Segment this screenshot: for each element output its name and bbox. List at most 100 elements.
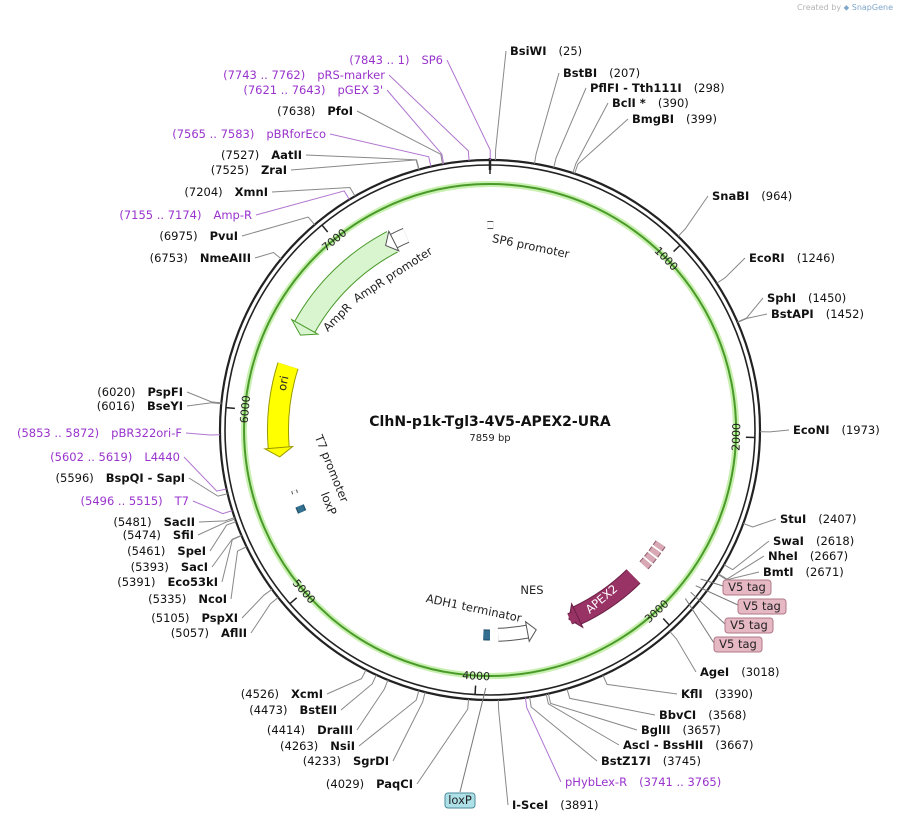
restriction-site-label[interactable]: (5057)AflII — [171, 626, 247, 640]
restriction-site-label[interactable]: (4526)XcmI — [241, 687, 323, 701]
restriction-site-label[interactable]: (7638)PfoI — [277, 104, 353, 118]
primer-label[interactable]: (7155 .. 7174)Amp-R — [119, 208, 252, 222]
restriction-site-label[interactable]: (4233)SgrDI — [303, 754, 389, 768]
restriction-site-label[interactable]: BmgBI(399) — [632, 112, 717, 126]
primer-label[interactable]: (5602 .. 5619)L4440 — [50, 450, 180, 464]
restriction-site-label[interactable]: SphI(1450) — [767, 291, 846, 305]
site-coordinate: (3741 .. 3765) — [639, 775, 721, 789]
site-leader-line — [188, 477, 228, 497]
site-coordinate: (4029) — [326, 777, 364, 791]
site-leader-line — [271, 187, 356, 197]
restriction-site-label[interactable]: EcoNI(1973) — [793, 423, 880, 437]
v5-tag-label-box[interactable] — [722, 579, 772, 596]
site-coordinate: (399) — [686, 112, 717, 126]
restriction-site-label[interactable]: (4414)DraIII — [267, 723, 353, 737]
restriction-site-label[interactable]: StuI(2407) — [780, 512, 857, 526]
v5-tag-label-box[interactable] — [724, 617, 774, 634]
v5-tag-label-box[interactable] — [737, 598, 787, 615]
restriction-site-label[interactable]: BbvCI(3568) — [659, 708, 746, 722]
primer-label[interactable]: (7743 .. 7762)pRS-marker — [223, 68, 385, 82]
restriction-site-label[interactable]: BclI *(390) — [612, 96, 689, 110]
restriction-site-label[interactable]: (4263)NsiI — [280, 739, 355, 753]
restriction-site-label[interactable]: (7527)AatII — [221, 148, 302, 162]
restriction-site-label[interactable]: SnaBI(964) — [712, 189, 792, 203]
feature-label-sp6-promoter: SP6 promoter — [491, 231, 571, 261]
restriction-site-label[interactable]: (5391)Eco53kI — [117, 575, 218, 589]
tick-mark — [474, 685, 477, 695]
site-name: AgeI — [700, 665, 729, 679]
restriction-site-label[interactable]: BstZ17I(3745) — [601, 754, 701, 768]
snapgene-credit: Created by ⬥ SnapGene — [797, 3, 893, 13]
site-coordinate: (298) — [694, 81, 725, 95]
loxp-label-box[interactable] — [444, 792, 476, 809]
site-name: PspFI — [148, 385, 183, 399]
site-coordinate: (2671) — [806, 565, 844, 579]
ampr-arrow-head — [290, 318, 320, 336]
site-labels-layer: BsiWI(25)BstBI(207)PflFI - Tth111I(298)B… — [17, 44, 880, 812]
primer-label[interactable]: (5496 .. 5515)T7 — [81, 494, 189, 508]
site-coordinate: (7638) — [277, 104, 315, 118]
restriction-site-label[interactable]: (5481)SacII — [113, 515, 195, 529]
site-coordinate: (2407) — [818, 512, 856, 526]
restriction-site-label[interactable]: (5393)SacI — [131, 560, 208, 574]
site-leader-line — [718, 555, 765, 580]
restriction-site-label[interactable]: (6753)NmeAIII — [150, 251, 251, 265]
restriction-site-label[interactable]: BstAPI(1452) — [771, 307, 864, 321]
site-name: SwaI — [773, 534, 804, 548]
restriction-site-label[interactable]: BstBI(207) — [563, 66, 640, 80]
site-name: ZraI — [261, 163, 287, 177]
restriction-site-label[interactable]: I-SceI(3891) — [512, 798, 598, 812]
site-leader-line — [254, 251, 282, 260]
restriction-site-label[interactable]: SwaI(2618) — [773, 534, 854, 548]
restriction-site-label[interactable]: (5474)SfiI — [123, 528, 194, 542]
site-name: I-SceI — [512, 798, 548, 812]
site-coordinate: (5391) — [117, 575, 155, 589]
site-leader-line — [255, 190, 350, 216]
restriction-site-label[interactable]: (6975)PvuI — [159, 229, 238, 243]
restriction-site-label[interactable]: (5596)BspQI - SapI — [56, 471, 185, 485]
v5-tag-label-box[interactable] — [713, 636, 763, 653]
restriction-site-label[interactable]: (7525) ZraI — [211, 163, 287, 177]
site-coordinate: (7565 .. 7583) — [172, 127, 254, 141]
primer-label[interactable]: (7843 .. 1)SP6 — [349, 53, 443, 67]
restriction-site-label[interactable]: AgeI (3018) — [700, 665, 779, 679]
restriction-site-label[interactable]: (5105)PspXI — [151, 611, 238, 625]
restriction-site-label[interactable]: (4029)PaqCI — [326, 777, 413, 791]
restriction-site-label[interactable]: (6016)BseYI — [97, 399, 183, 413]
primer-label[interactable]: (7621 .. 7643)pGEX 3' — [243, 83, 383, 97]
restriction-site-label[interactable]: EcoRI(1246) — [749, 251, 835, 265]
primer-label[interactable]: (5853 .. 5872)pBR322ori-F — [17, 426, 182, 440]
site-name: EcoRI — [749, 251, 785, 265]
tick-label: 4000 — [462, 669, 491, 684]
loxp-label: loxP — [448, 793, 472, 807]
restriction-site-label[interactable]: (7204)XmnI — [184, 185, 268, 199]
site-leader-line — [737, 297, 764, 323]
restriction-site-label[interactable]: KflI(3390) — [681, 687, 753, 701]
site-coordinate: (7525) — [211, 163, 249, 177]
restriction-site-label[interactable]: (6020)PspFI — [97, 385, 183, 399]
site-coordinate: (3018) — [741, 665, 779, 679]
restriction-site-label[interactable]: BmtI(2671) — [763, 565, 844, 579]
site-name: Amp-R — [213, 208, 252, 222]
restriction-site-label[interactable]: (5335)NcoI — [148, 592, 227, 606]
site-leader-line — [545, 693, 620, 746]
site-name: BstEII — [299, 703, 337, 717]
restriction-site-label[interactable]: PflFI - Tth111I(298) — [590, 81, 725, 95]
site-leader-line — [717, 571, 760, 581]
restriction-site-label[interactable]: (5461)SpeI — [127, 544, 206, 558]
site-leader-line — [250, 597, 279, 634]
site-leader-line — [197, 518, 236, 536]
restriction-site-label[interactable]: (4473)BstEII — [249, 703, 337, 717]
apex2-arrow-head — [568, 602, 584, 629]
primer-label[interactable]: (7565 .. 7583)pBRforEco — [172, 127, 326, 141]
restriction-site-label[interactable]: NheI(2667) — [768, 549, 848, 563]
site-leader-line — [547, 693, 638, 731]
site-coordinate: (7743 .. 7762) — [223, 68, 305, 82]
primer-label[interactable]: pHybLex-R(3741 .. 3765) — [565, 775, 721, 789]
site-leader-line — [743, 518, 777, 528]
restriction-site-label[interactable]: BglII(3657) — [641, 723, 721, 737]
restriction-site-label[interactable]: AscI - BssHII(3667) — [623, 738, 754, 752]
restriction-site-label[interactable]: BsiWI(25) — [510, 44, 582, 58]
site-leader-line — [388, 74, 470, 161]
site-coordinate: (4233) — [303, 754, 341, 768]
